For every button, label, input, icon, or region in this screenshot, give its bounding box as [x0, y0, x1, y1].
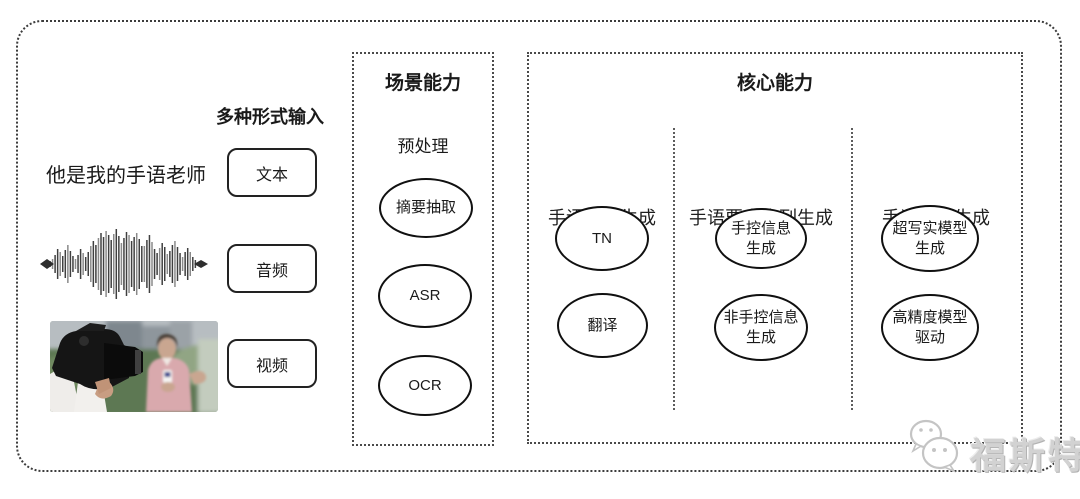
input-box-audio: 音频: [227, 244, 317, 293]
input-box-text-label: 文本: [255, 166, 288, 184]
audio-waveform-image: [40, 229, 208, 299]
node-asr: ASR: [378, 264, 472, 328]
input-section-header: 多种形式输入: [216, 107, 324, 127]
sample-sentence-text: 他是我的手语老师: [46, 165, 206, 187]
input-box-video: 视频: [227, 339, 317, 388]
watermark: 福斯特: [906, 417, 1080, 479]
scene-box-subtitle: 预处理: [397, 137, 449, 156]
node-manual-info-generation: 手控信息 生成: [715, 208, 807, 269]
node-summary-extraction: 摘要抽取: [379, 178, 473, 238]
outer-dotted-border: [16, 20, 1062, 472]
video-thumbnail-image: [50, 321, 218, 412]
node-ocr: OCR: [378, 355, 472, 416]
input-box-video-label: 视频: [255, 357, 288, 375]
column-divider: [673, 128, 675, 410]
node-non-manual-info-generation: 非手控信息 生成: [714, 294, 808, 361]
node-high-precision-model-driving: 高精度模型 驱动: [881, 294, 979, 361]
input-box-audio-label: 音频: [255, 262, 288, 280]
watermark-text: 福斯特: [970, 435, 1080, 476]
input-box-text: 文本: [227, 148, 317, 197]
wechat-logo-icon: [909, 419, 959, 473]
node-hyperrealistic-model-generation: 超写实模型 生成: [881, 205, 979, 272]
core-capability-box: 核心能力 手语文本生成 手语要素序列生成 手语视频生成 TN 翻译 手控信息 生…: [527, 52, 1023, 444]
scene-box-title: 场景能力: [384, 73, 461, 94]
core-box-title: 核心能力: [736, 73, 813, 94]
column-divider: [851, 128, 853, 410]
node-translation: 翻译: [557, 293, 648, 358]
node-tn: TN: [555, 206, 649, 271]
scene-capability-box: 场景能力 预处理 摘要抽取 ASR OCR: [352, 52, 494, 446]
